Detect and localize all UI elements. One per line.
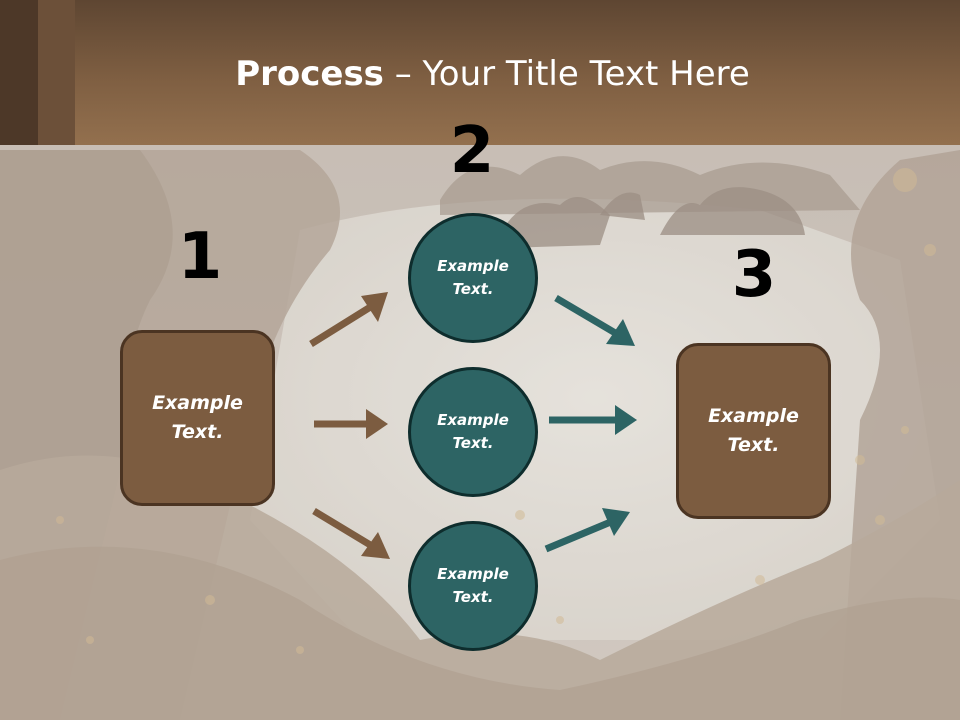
step-1-box: Example Text.: [120, 330, 275, 506]
slide-title-bold: Process: [235, 54, 384, 94]
step-number-1: 1: [177, 220, 223, 294]
step-3-box: Example Text.: [676, 343, 831, 519]
step-2-circle-bottom: Example Text.: [408, 521, 538, 651]
circle-bottom-text: Example Text.: [437, 565, 509, 606]
circle-top-text: Example Text.: [437, 257, 509, 298]
header-accent-strip: [0, 0, 38, 145]
circle-middle-text: Example Text.: [437, 411, 509, 452]
slide-title-rest: – Your Title Text Here: [383, 54, 750, 94]
header-accent-strip: [38, 0, 75, 145]
step-2-circle-top: Example Text.: [408, 213, 538, 343]
step-number-3: 3: [731, 238, 777, 312]
slide-title: Process – Your Title Text Here: [0, 52, 960, 96]
step-3-box-text: Example Text.: [708, 405, 799, 456]
title-bar: Process – Your Title Text Here: [0, 0, 960, 145]
step-1-box-text: Example Text.: [152, 392, 243, 443]
step-number-2: 2: [449, 114, 495, 188]
step-2-circle-middle: Example Text.: [408, 367, 538, 497]
